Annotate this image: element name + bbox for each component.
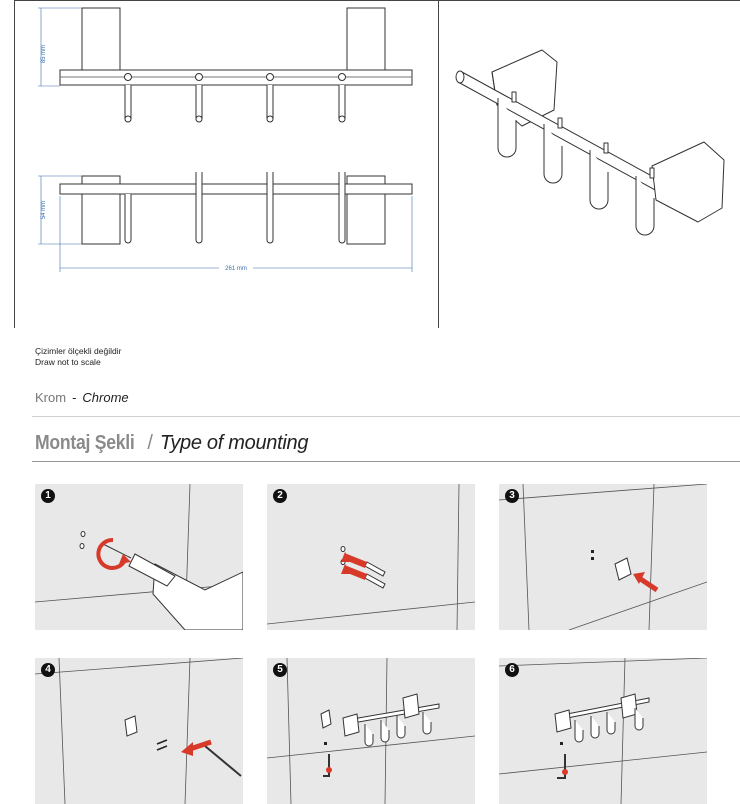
step-3-panel: 3 — [499, 484, 707, 630]
step-3-illustration — [499, 484, 707, 630]
step-5-illustration — [267, 658, 475, 804]
rotation-arrow — [96, 537, 127, 570]
technical-drawing: 85 mm 54 mm 261 mm — [14, 0, 740, 328]
step-4-panel: 4 — [35, 658, 243, 804]
finish-en: Chrome — [82, 390, 129, 405]
step-4-number: 4 — [41, 663, 55, 677]
dim-width-label: 261 mm — [225, 266, 247, 272]
step-1-number: 1 — [41, 489, 55, 503]
step-6-panel: 6 — [499, 658, 707, 804]
mounting-title-separator: / — [147, 432, 153, 454]
note-en: Draw not to scale — [35, 357, 101, 367]
step-3-number: 3 — [505, 489, 519, 503]
mounting-title-en: Type of mounting — [159, 432, 309, 454]
frame-top-line — [14, 0, 740, 1]
dim-height-top-label: 54 mm — [41, 201, 47, 219]
heading-divider — [32, 461, 740, 462]
step-6-illustration — [499, 658, 707, 804]
step-4-illustration — [35, 658, 243, 804]
mounting-heading: Montaj Şekli / Type of mounting — [35, 432, 308, 455]
front-top-view-drawing: 85 mm 54 mm 261 mm — [38, 7, 413, 273]
note-tr: Çizimler ölçekli değildir — [35, 346, 122, 356]
bracket — [614, 557, 632, 581]
iso-view-drawing — [455, 49, 725, 236]
dim-height-front-label: 85 mm — [41, 45, 47, 63]
step-2-illustration — [267, 484, 475, 630]
step-2-number: 2 — [273, 489, 287, 503]
step-6-number: 6 — [505, 663, 519, 677]
drill-body — [152, 563, 243, 630]
hex-key — [204, 745, 242, 777]
finish-separator: - — [72, 390, 77, 405]
scale-notes: Çizimler ölçekli değildir Draw not to sc… — [35, 346, 121, 368]
finish-label: Krom-Chrome — [35, 390, 129, 405]
finish-tr: Krom — [35, 390, 67, 405]
section-divider — [32, 416, 740, 417]
step-5-panel: 5 — [267, 658, 475, 804]
step-1-illustration — [35, 484, 243, 630]
step-5-number: 5 — [273, 663, 287, 677]
mounting-title-tr: Montaj Şekli — [35, 432, 135, 454]
step-1-panel: 1 — [35, 484, 243, 630]
step-2-panel: 2 — [267, 484, 475, 630]
frame-mid-line — [438, 0, 439, 328]
frame-left-line — [14, 0, 15, 328]
